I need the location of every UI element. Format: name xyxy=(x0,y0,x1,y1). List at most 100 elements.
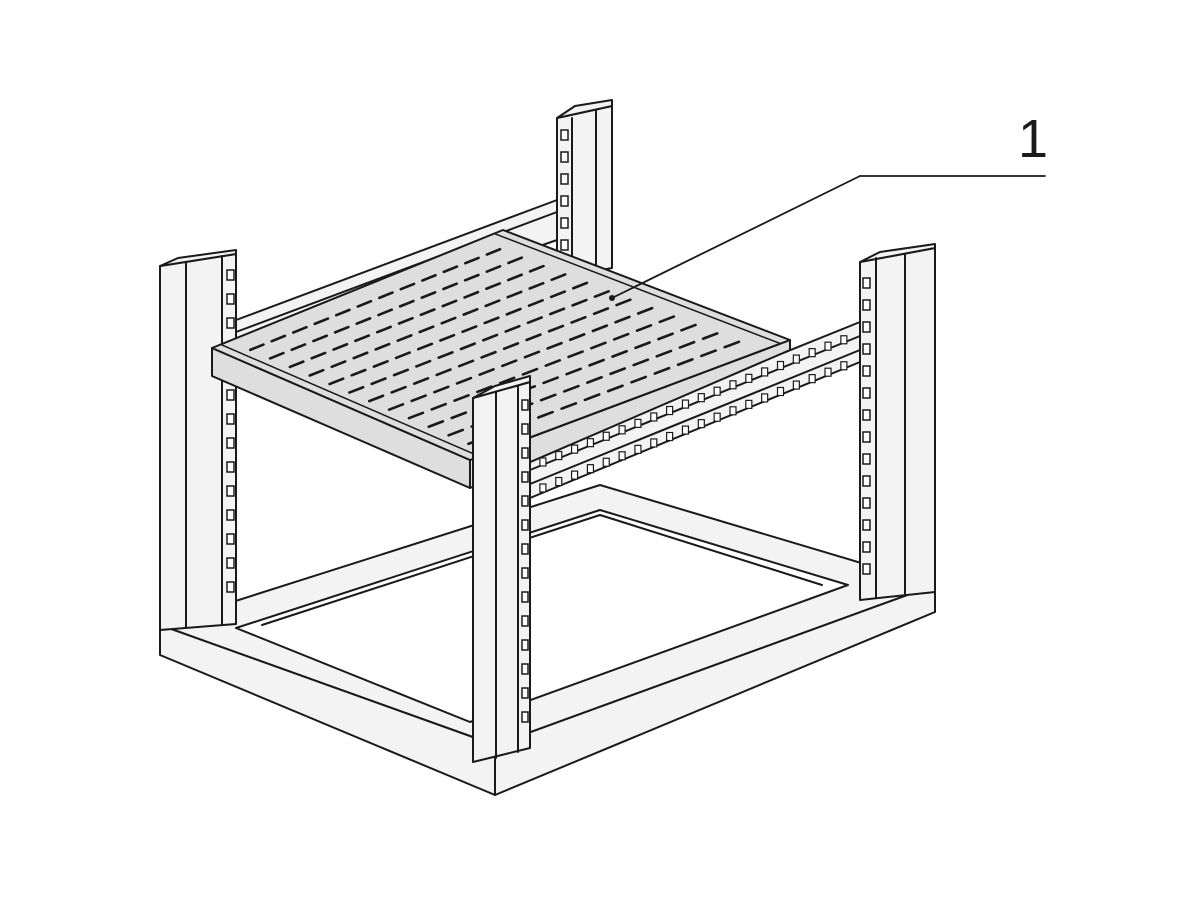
rail-slot xyxy=(586,438,595,448)
upright-front-top xyxy=(472,375,531,399)
upright-slot xyxy=(226,557,235,569)
shelf-vent-slot xyxy=(348,385,365,394)
rail-slot xyxy=(761,367,769,377)
upright-slot xyxy=(226,581,235,593)
shelf-vent-slot xyxy=(419,308,436,317)
shelf-vent-slot xyxy=(453,394,470,403)
callout-label: 1 xyxy=(1018,109,1049,169)
upright-slot xyxy=(862,299,871,311)
rail-slot xyxy=(650,438,658,448)
shelf-vent-slot xyxy=(354,334,371,343)
upright-slot xyxy=(862,409,871,421)
shelf-vent-slot xyxy=(248,343,265,352)
shelf-vent-slot xyxy=(355,317,372,326)
shelf-vent-slot xyxy=(334,308,351,317)
rail-slot xyxy=(681,399,690,409)
shelf-vent-slot xyxy=(463,290,480,299)
upright-slot xyxy=(226,413,235,425)
shelf-vent-slot xyxy=(483,316,500,325)
shelf-vent-slot xyxy=(678,340,696,349)
shelf-vent-slot xyxy=(549,307,566,316)
shelf-vent-slot xyxy=(560,402,578,410)
rail-slot xyxy=(824,341,832,351)
shelf-vent-slot xyxy=(270,334,287,343)
rail-slot xyxy=(713,386,721,396)
upright-slot xyxy=(226,293,235,305)
shelf-vent-slot xyxy=(462,307,479,316)
upright-slot xyxy=(862,277,871,289)
upright-slot xyxy=(226,317,235,329)
shelf-vent-slot xyxy=(547,324,565,333)
shelf-vent-slot xyxy=(590,341,607,350)
rail-slot xyxy=(602,457,610,467)
shelf-vent-slot xyxy=(350,368,367,377)
upright-slot xyxy=(521,471,529,483)
shelf-vent-slot xyxy=(498,376,516,385)
rail-slot xyxy=(570,470,579,480)
shelf-vent-slot xyxy=(570,315,587,324)
shelf-vent-slot xyxy=(568,333,586,342)
shelf-vent-slot xyxy=(463,273,480,282)
shelf-vent-slot xyxy=(398,299,415,308)
rail-slot xyxy=(792,354,800,364)
shelf-vent-slot xyxy=(528,281,545,290)
upright-slot xyxy=(862,453,871,465)
rail-slot xyxy=(539,457,547,467)
shelf-vent-slot xyxy=(476,385,493,394)
shelf-vent-slot xyxy=(330,360,347,369)
upright-slot xyxy=(226,389,235,401)
rail-slot xyxy=(713,412,721,422)
shelf-vent-slot xyxy=(332,342,349,351)
rail-slot xyxy=(618,425,626,435)
shelf-vent-slot xyxy=(396,334,413,343)
shelf-vent-slot xyxy=(612,332,630,341)
shelf-vent-slot xyxy=(550,273,567,282)
shelf-vent-slot xyxy=(313,317,330,326)
shelf-vent-slot xyxy=(586,375,603,384)
shelf-vent-slot xyxy=(525,333,542,342)
shelf-vent-slot xyxy=(415,359,432,368)
shelf-vent-slot xyxy=(615,298,632,307)
shelf-vent-slot xyxy=(700,349,717,358)
rail-slot xyxy=(618,451,626,461)
upright-slot xyxy=(862,431,871,443)
shelf-vent-slot xyxy=(653,366,671,375)
upright-slot xyxy=(521,543,529,555)
shelf-vent-slot xyxy=(565,367,582,376)
rail-slot xyxy=(634,418,642,428)
callout-leader xyxy=(609,175,1046,301)
shelf-vent-slot xyxy=(407,411,425,420)
rail-slot xyxy=(729,406,737,416)
shelf-vent-slot xyxy=(450,411,468,420)
rail-slot xyxy=(681,425,690,435)
shelf-vent-slot xyxy=(288,360,305,369)
shelf-vent-slot xyxy=(441,299,458,308)
upright-slot xyxy=(226,437,235,449)
upright-slot xyxy=(226,509,235,521)
front-uprights xyxy=(472,375,531,763)
upright-right xyxy=(859,247,936,601)
upright-slot xyxy=(862,541,871,553)
shelf-vent-slot xyxy=(505,307,522,316)
shelf-vent-slot xyxy=(387,403,405,411)
rail-slot xyxy=(745,399,753,409)
upright-slot xyxy=(560,173,569,185)
upright-slot xyxy=(521,591,529,603)
upright-slot xyxy=(862,475,871,487)
shelf-vent-slot xyxy=(506,290,523,299)
upright-slot xyxy=(521,495,529,507)
shelf-vent-slot xyxy=(410,394,427,403)
rail-slot xyxy=(666,405,674,416)
upright-slot xyxy=(521,399,529,411)
upright-slot xyxy=(560,129,569,141)
shelf-vent-slot xyxy=(527,299,544,307)
shelf-vent-slot xyxy=(374,342,391,351)
shelf-vent-slot xyxy=(461,325,478,334)
shelf-vent-slot xyxy=(485,282,502,291)
shelf-vent-slot xyxy=(328,377,345,386)
shelf-vent-slot xyxy=(312,334,329,343)
rail-slot xyxy=(539,483,547,493)
rail-slot xyxy=(697,393,705,403)
upright-back-left-top xyxy=(556,99,613,119)
shelf-vent-slot xyxy=(583,393,601,402)
